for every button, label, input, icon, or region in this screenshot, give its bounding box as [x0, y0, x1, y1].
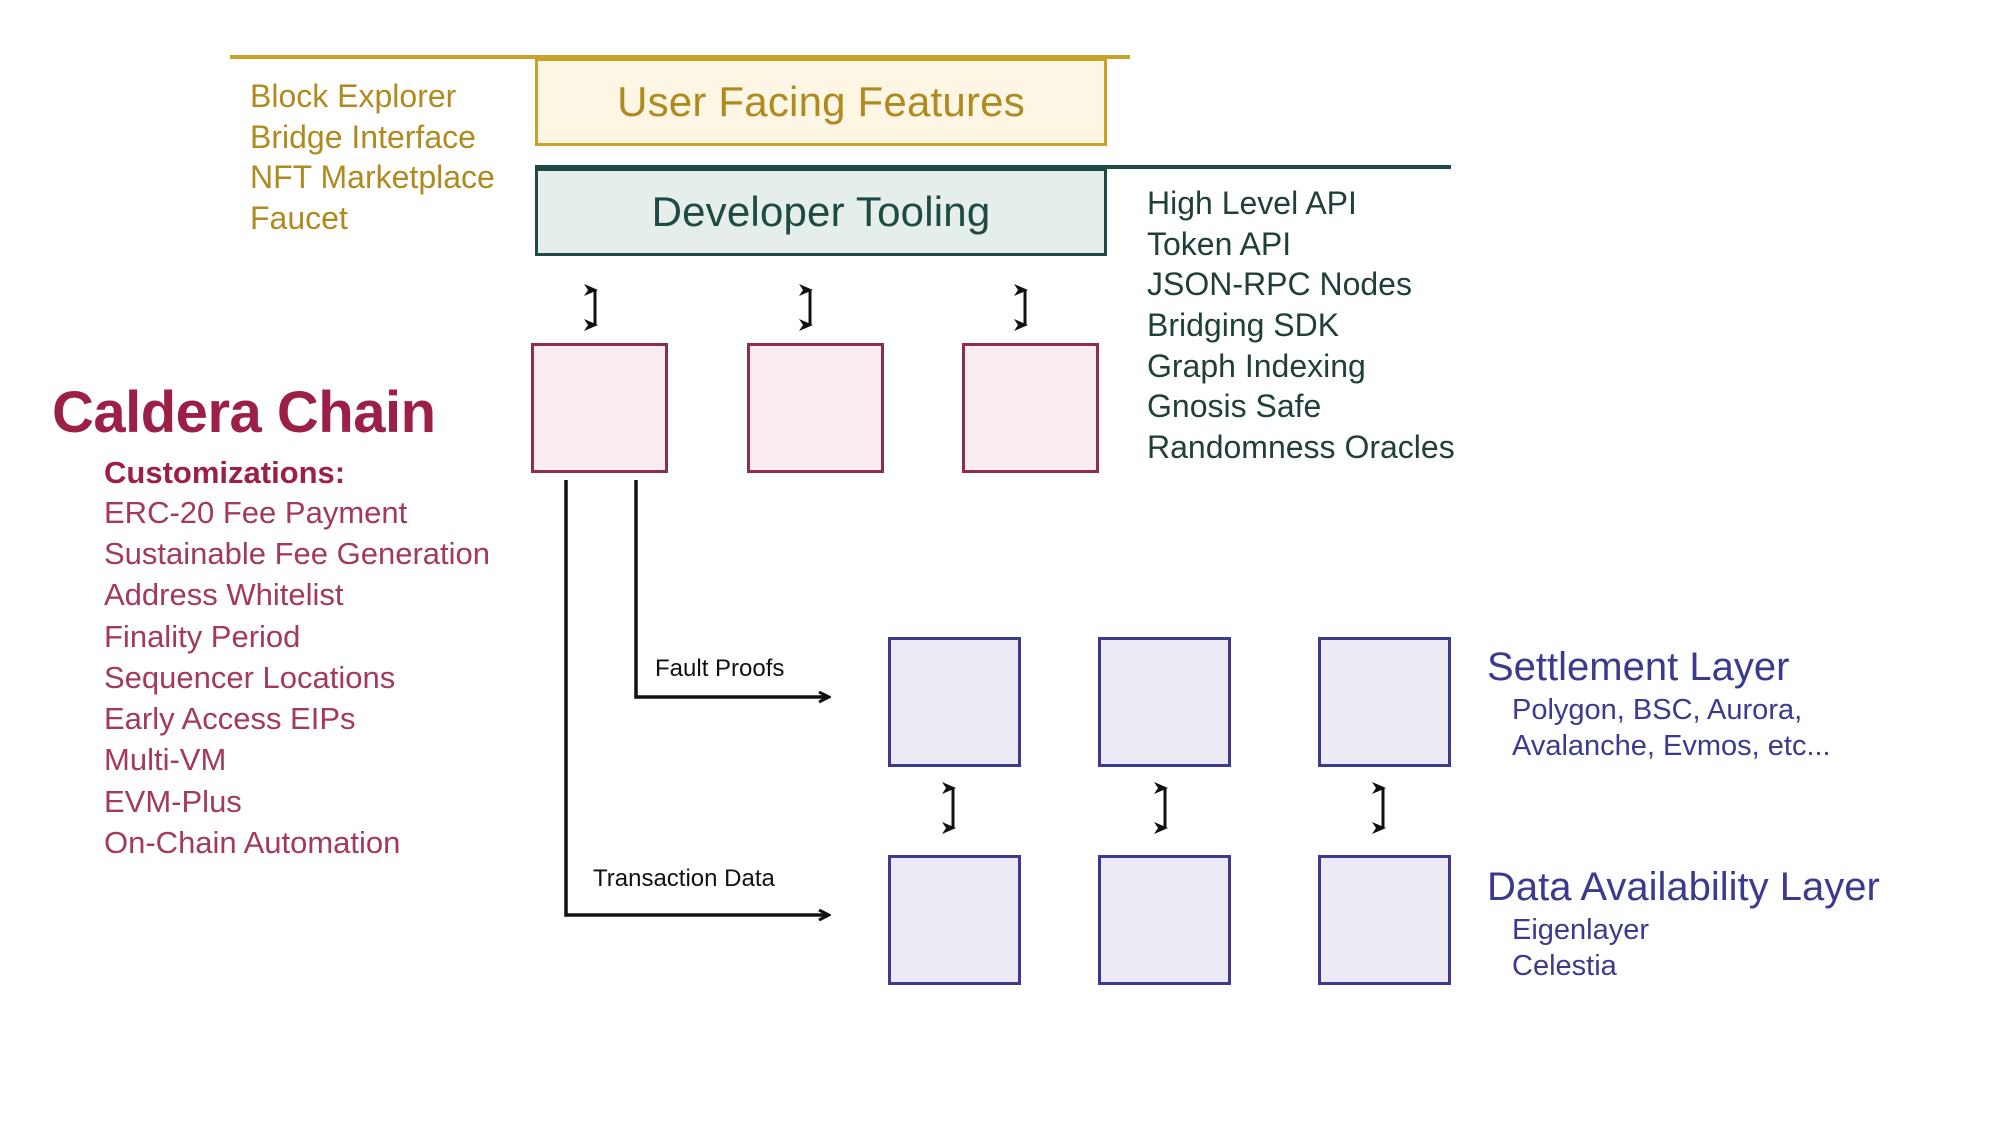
chain-node-box-1 — [531, 343, 668, 473]
customizations-heading: Customizations: — [104, 455, 346, 490]
settlement-node-box-1 — [888, 637, 1021, 767]
list-item: JSON-RPC Nodes — [1147, 266, 1412, 303]
list-item: Bridging SDK — [1147, 306, 1340, 343]
user-facing-features-banner: User Facing Features — [535, 58, 1107, 146]
list-item: Gnosis Safe — [1147, 388, 1322, 425]
settlement-node-box-3 — [1318, 637, 1451, 767]
list-item: Randomness Oracles — [1147, 428, 1455, 465]
settlement-layer-title: Settlement Layer — [1487, 645, 1790, 689]
list-item: Faucet — [250, 199, 348, 236]
list-item: ERC-20 Fee Payment — [104, 495, 408, 530]
data-availability-node-box-3 — [1318, 855, 1451, 985]
list-item: Finality Period — [104, 618, 301, 654]
caldera-chain-title: Caldera Chain — [52, 380, 436, 445]
customizations-list: ERC-20 Fee Payment Sustainable Fee Gener… — [104, 492, 490, 863]
user-facing-features-list: Block Explorer Bridge Interface NFT Mark… — [250, 76, 495, 239]
list-item: Sequencer Locations — [104, 659, 396, 695]
data-availability-node-box-1 — [888, 855, 1021, 985]
chain-node-box-2 — [747, 343, 884, 473]
list-item: Early Access EIPs — [104, 701, 356, 737]
list-item: Celestia — [1512, 950, 1617, 983]
data-availability-layer-providers: Eigenlayer Celestia — [1512, 912, 1649, 985]
user-facing-features-label: User Facing Features — [617, 78, 1025, 125]
list-item: Graph Indexing — [1147, 347, 1366, 384]
developer-tooling-label: Developer Tooling — [651, 188, 991, 235]
data-availability-node-box-2 — [1098, 855, 1231, 985]
fault-proofs-connector-label: Fault Proofs — [655, 655, 785, 682]
list-item: Sustainable Fee Generation — [104, 536, 491, 572]
list-item: Block Explorer — [250, 78, 457, 114]
chain-node-box-3 — [962, 343, 1099, 473]
list-item: Bridge Interface — [250, 118, 476, 155]
transaction-data-connector-path — [564, 480, 828, 915]
developer-tooling-list: High Level API Token API JSON-RPC Nodes … — [1147, 183, 1455, 467]
list-item: Eigenlayer — [1512, 914, 1650, 946]
list-item: Token API — [1147, 225, 1292, 262]
settlement-providers-line-1: Polygon, BSC, Aurora, — [1512, 694, 1803, 726]
list-item: Multi-VM — [104, 742, 227, 778]
transaction-data-connector-label: Transaction Data — [593, 865, 775, 892]
list-item: On-Chain Automation — [104, 824, 401, 860]
list-item: NFT Marketplace — [250, 159, 495, 196]
developer-tooling-divider-rule — [535, 165, 1451, 169]
developer-tooling-banner: Developer Tooling — [535, 168, 1107, 256]
settlement-node-box-2 — [1098, 637, 1231, 767]
data-availability-layer-title: Data Availability Layer — [1487, 865, 1880, 909]
list-item: High Level API — [1147, 185, 1357, 221]
settlement-layer-providers: Polygon, BSC, Aurora, Avalanche, Evmos, … — [1512, 692, 1831, 765]
user-facing-divider-rule — [230, 55, 1130, 59]
settlement-providers-line-2: Avalanche, Evmos, etc... — [1512, 730, 1831, 763]
list-item: Address Whitelist — [104, 577, 344, 613]
list-item: EVM-Plus — [104, 783, 242, 819]
